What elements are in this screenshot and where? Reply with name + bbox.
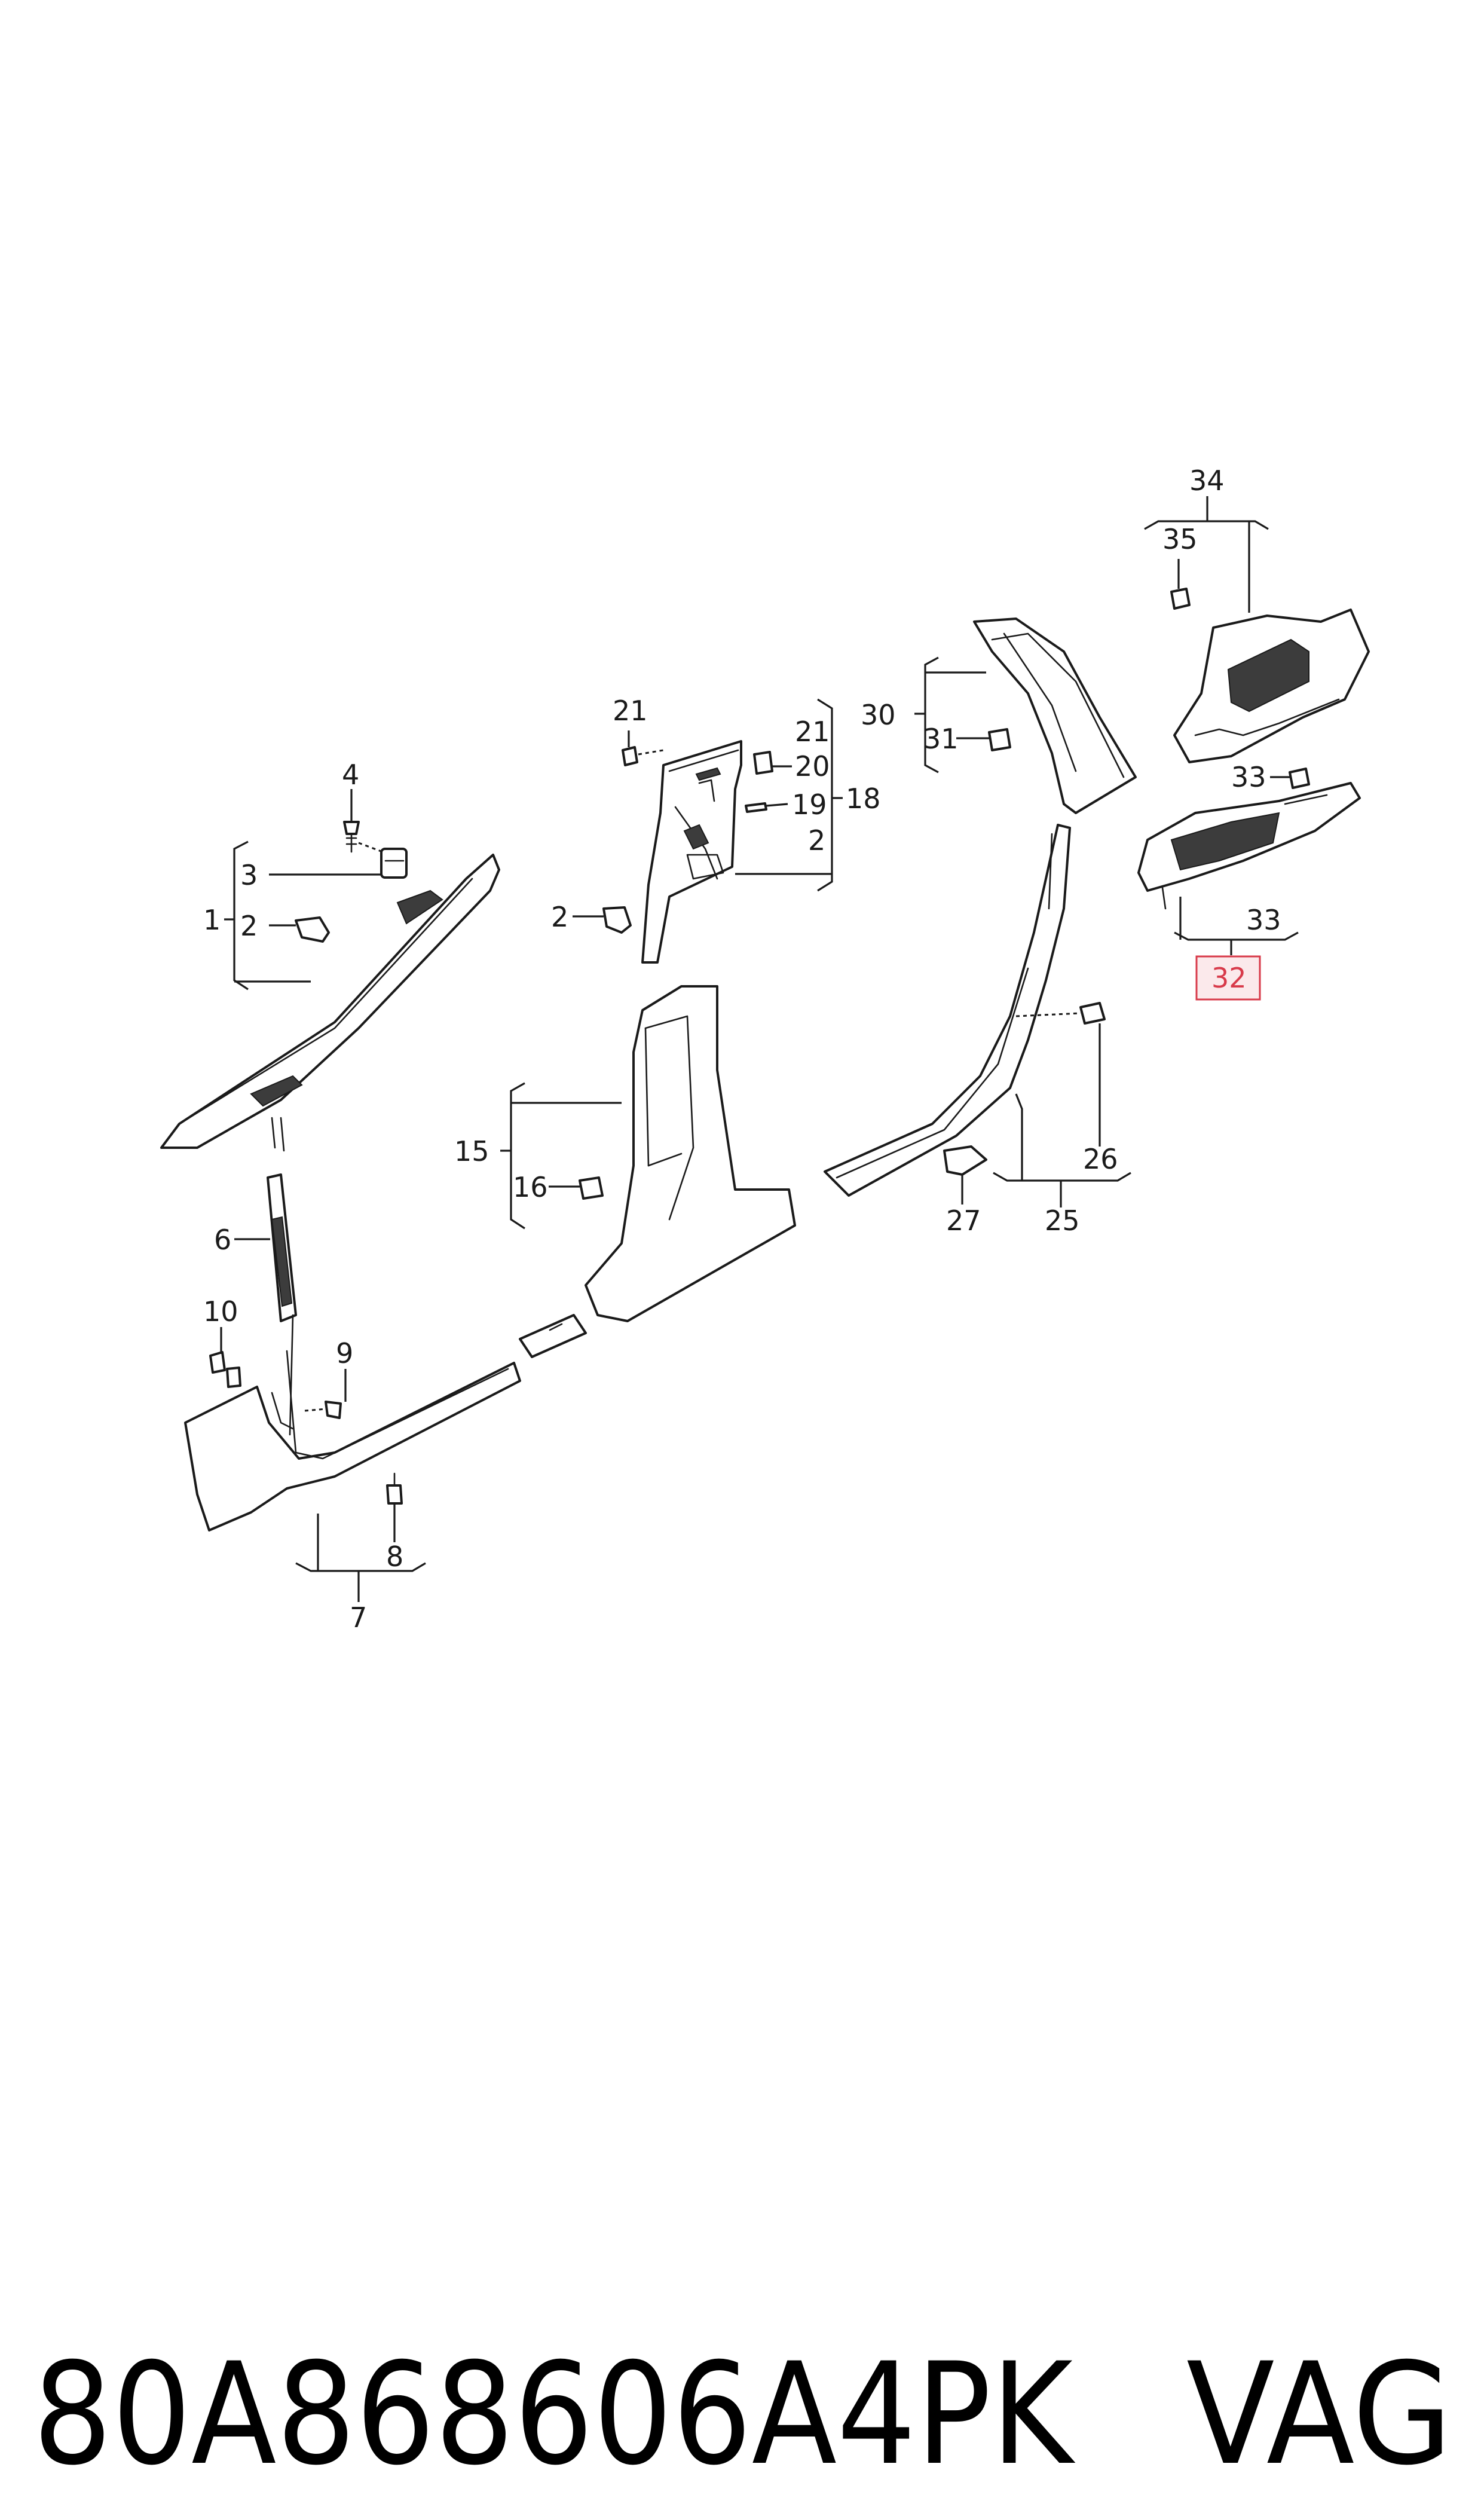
- callout-32-highlight-box: [1195, 955, 1261, 1001]
- front-sill-extension: [519, 1314, 587, 1358]
- callout-6: 6: [214, 1224, 231, 1256]
- clip-33: [1161, 768, 1310, 910]
- callout-labels: 1 2 3 4 6 10 9 8 7 21 21 20 19 18 2 2 15…: [203, 464, 1281, 1634]
- callout-31: 31: [923, 723, 959, 755]
- c-pillar-upper-trim: [973, 617, 1137, 814]
- callout-20: 20: [795, 750, 830, 782]
- clip-31: [988, 728, 1011, 751]
- screw-21: [622, 746, 664, 766]
- callout-2-left: 2: [240, 910, 258, 942]
- rear-sill-trim: [824, 824, 1071, 1197]
- rear-upper-panel: [1173, 609, 1370, 763]
- clip-27: [943, 1145, 987, 1176]
- callout-32[interactable]: 32: [1211, 962, 1247, 994]
- a-pillar-clip-3: [380, 848, 408, 879]
- rear-parcel-trim-32: [1137, 782, 1361, 892]
- callout-9: 9: [336, 1337, 353, 1369]
- part-number: 80A868606A4PK: [33, 2333, 1076, 2496]
- b-pillar-lower-trim: [585, 985, 796, 1322]
- clip-35: [1170, 588, 1191, 610]
- clip-20: [753, 751, 773, 775]
- clip-8: [386, 1472, 403, 1505]
- callout-25: 25: [1045, 1205, 1080, 1237]
- callout-10: 10: [203, 1295, 238, 1328]
- callout-35: 35: [1162, 523, 1198, 555]
- screw-9: [304, 1401, 342, 1419]
- callout-26: 26: [1083, 1143, 1118, 1175]
- callout-1: 1: [203, 904, 221, 936]
- callout-2-mid: 2: [551, 901, 568, 933]
- b-pillar-upper-trim: [641, 740, 742, 964]
- callout-2-bracket: 2: [808, 824, 825, 857]
- callout-27: 27: [946, 1205, 981, 1237]
- clip-10: [209, 1351, 241, 1388]
- trim-strip-6: [267, 1173, 297, 1322]
- callout-8: 8: [386, 1540, 403, 1573]
- clip-2-left: [295, 916, 330, 943]
- callout-15: 15: [454, 1135, 489, 1167]
- clip-2-mid: [602, 906, 632, 934]
- leader-lines: [220, 496, 1299, 1602]
- callout-4: 4: [342, 759, 359, 791]
- clip-26: [1015, 1002, 1106, 1025]
- callout-33-lower: 33: [1246, 904, 1281, 936]
- front-sill-trim: [184, 1314, 521, 1531]
- clip-16: [579, 1176, 604, 1200]
- a-pillar-trim: [160, 854, 500, 1152]
- callout-33-upper: 33: [1231, 761, 1266, 793]
- callout-34: 34: [1189, 464, 1225, 497]
- callout-3: 3: [240, 859, 258, 891]
- pin-19: [745, 802, 767, 813]
- callout-21-bracket: 21: [795, 716, 830, 748]
- callout-7: 7: [350, 1601, 367, 1634]
- callout-21-screw: 21: [613, 695, 648, 727]
- screw-4: [343, 821, 383, 853]
- callout-19: 19: [792, 788, 827, 821]
- brand-name: VAG: [1186, 2333, 1452, 2496]
- callout-16: 16: [513, 1171, 548, 1203]
- callout-18: 18: [846, 782, 881, 815]
- callout-30: 30: [861, 699, 896, 731]
